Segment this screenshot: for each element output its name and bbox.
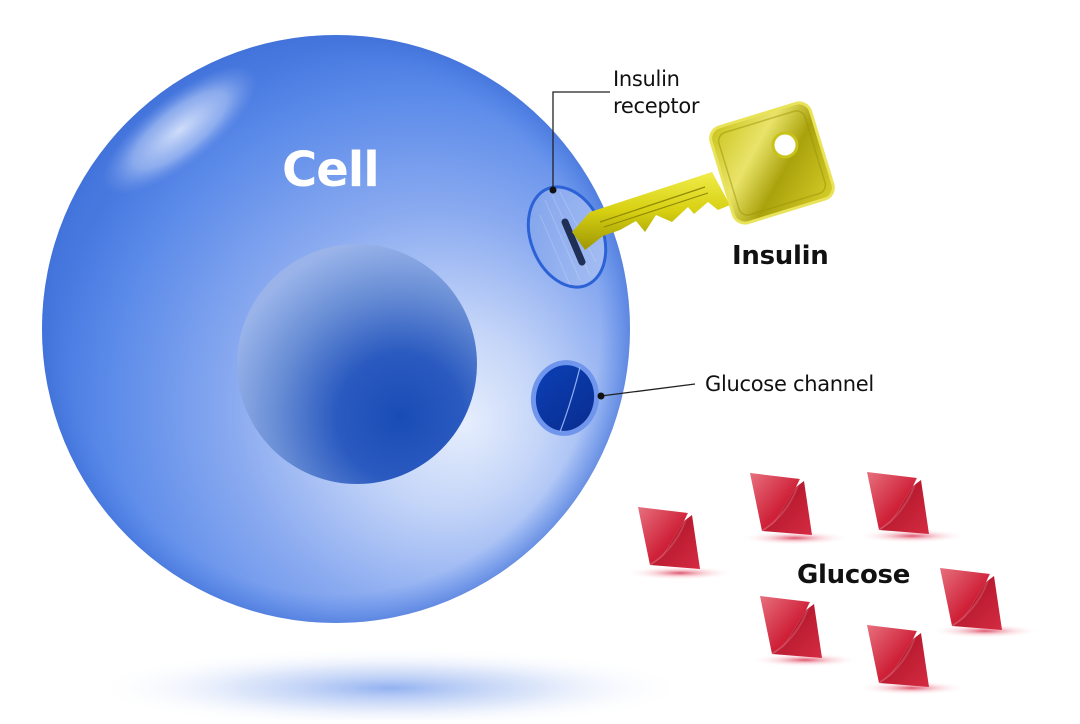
glucose-molecule [857,471,967,543]
leader-lines [549,91,696,400]
glucose-label: Glucose [797,560,911,590]
channel-leader-line [600,383,696,397]
cell-shadow [90,648,690,724]
glucose-channel [530,360,600,436]
insulin-receptor [526,185,608,289]
glucose-molecule [930,567,1040,638]
glucose-channel-label: Glucose channel [705,372,874,396]
glucose-molecules [625,471,1040,695]
key-head [709,101,835,225]
insulin-receptor-label-line1: Insulin [613,67,680,91]
glucose-molecule [750,595,860,667]
glucose-molecule [740,472,850,545]
cell [42,35,630,623]
insulin-receptor-label-line2: receptor [613,94,700,118]
insulin-key-icon [572,101,835,250]
glucose-molecule [625,506,735,580]
glucose-molecule [857,624,967,695]
cell-highlight [102,65,258,195]
nucleus [237,244,477,484]
receptor-leader-line [552,91,610,190]
key-blade [572,172,730,250]
insulin-label: Insulin [732,241,829,271]
key-hole [771,131,799,159]
cell-label: Cell [282,142,380,198]
receptor-keyhole [561,218,586,266]
